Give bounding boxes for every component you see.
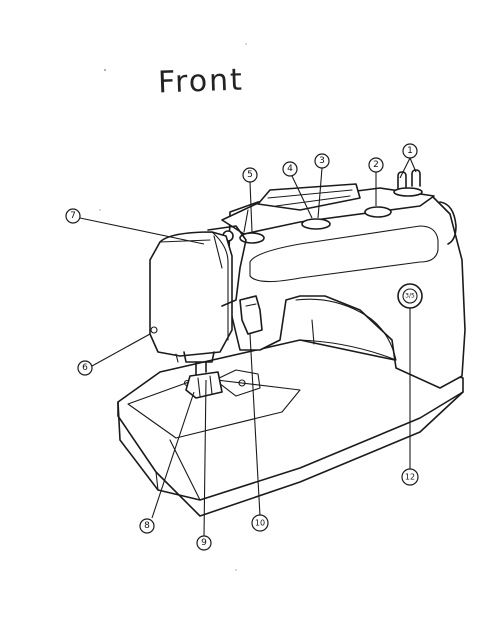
svg-text:3: 3 xyxy=(319,156,325,166)
needle-assembly xyxy=(175,351,223,399)
callout-8: 8 xyxy=(139,518,155,534)
svg-text:8: 8 xyxy=(144,521,150,531)
leader-lines xyxy=(79,157,417,537)
callout-9: 9 xyxy=(196,535,212,551)
callout-6: 6 xyxy=(77,360,93,376)
svg-text:9: 9 xyxy=(201,538,207,548)
callout-2: 2 xyxy=(368,157,384,173)
scan-specks xyxy=(99,43,247,571)
dial-marking: 3/5 xyxy=(405,293,415,300)
callout-3: 3 xyxy=(314,153,330,169)
machine-head xyxy=(149,225,263,357)
svg-text:4: 4 xyxy=(287,164,293,174)
svg-text:2: 2 xyxy=(373,160,379,170)
svg-text:10: 10 xyxy=(255,519,265,528)
svg-text:12: 12 xyxy=(405,473,415,482)
svg-text:5: 5 xyxy=(247,170,253,180)
svg-text:6: 6 xyxy=(82,363,88,373)
callout-4: 4 xyxy=(282,161,298,177)
callout-12: 12 xyxy=(401,468,419,486)
callout-1: 1 xyxy=(402,143,418,159)
svg-text:1: 1 xyxy=(407,146,413,156)
callout-7: 7 xyxy=(65,208,81,224)
svg-text:7: 7 xyxy=(70,211,76,221)
callout-10: 10 xyxy=(251,514,269,532)
callout-5: 5 xyxy=(242,167,258,183)
pattern-dial: 3/5 xyxy=(397,283,423,309)
